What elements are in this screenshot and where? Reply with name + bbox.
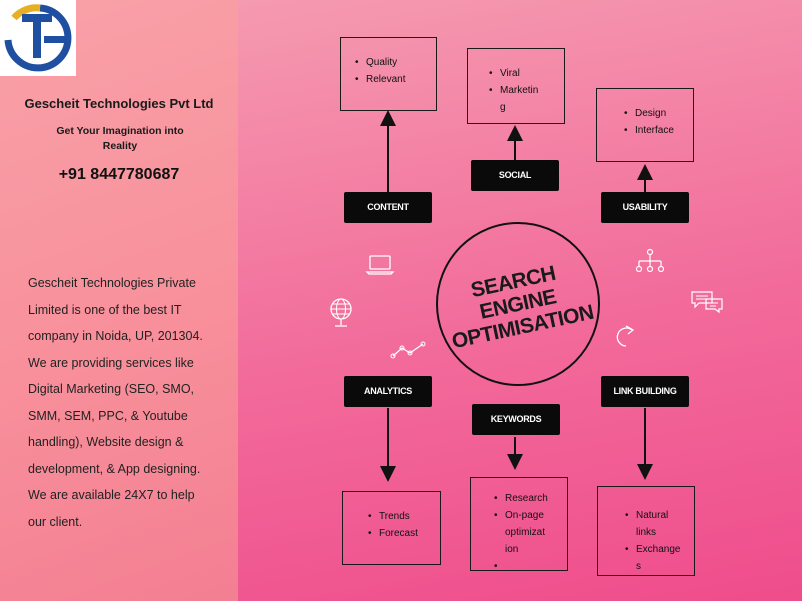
keywords-label: KEYWORDS bbox=[472, 404, 560, 435]
center-circle bbox=[436, 222, 600, 386]
content-box: Quality Relevant bbox=[340, 37, 437, 111]
analytics-box: Trends Forecast bbox=[342, 491, 441, 565]
content-label: CONTENT bbox=[344, 192, 432, 223]
chat-icon bbox=[691, 291, 723, 314]
list-item: Quality bbox=[355, 54, 436, 71]
phone-number[interactable]: +91 8447780687 bbox=[58, 166, 180, 183]
list-item: Design bbox=[624, 105, 693, 122]
analytics-label: ANALYTICS bbox=[344, 376, 432, 407]
company-name: Gescheit Technologies Pvt Ltd bbox=[24, 96, 214, 111]
globe-icon bbox=[330, 298, 352, 327]
line-graph-icon bbox=[390, 341, 426, 359]
hierarchy-icon bbox=[635, 248, 665, 273]
refresh-arrow-icon bbox=[616, 325, 635, 347]
list-item: Viral bbox=[489, 65, 564, 82]
list-item: Research bbox=[494, 490, 567, 507]
laptop-icon bbox=[365, 255, 395, 275]
company-logo bbox=[0, 0, 76, 76]
list-item: Forecast bbox=[368, 525, 440, 542]
company-description: Gescheit Technologies Private Limited is… bbox=[28, 276, 203, 529]
list-item: Exchange s bbox=[625, 541, 686, 575]
social-box: Viral Marketin g bbox=[467, 48, 565, 124]
usability-box: Design Interface bbox=[596, 88, 694, 162]
list-item: Interface bbox=[624, 122, 693, 139]
list-item: Natural links bbox=[625, 507, 678, 541]
left-panel bbox=[0, 0, 238, 601]
list-item: On-page optimizat ion bbox=[494, 507, 553, 558]
social-label: SOCIAL bbox=[471, 160, 559, 191]
link-building-box: Natural links Exchange s bbox=[597, 486, 695, 576]
list-item: Relevant bbox=[355, 71, 436, 88]
list-item: Marketin g bbox=[489, 82, 546, 116]
link-building-label: LINK BUILDING bbox=[601, 376, 689, 407]
keywords-box: Research On-page optimizat ion bbox=[470, 477, 568, 575]
usability-label: USABILITY bbox=[601, 192, 689, 223]
list-item: Trends bbox=[368, 508, 440, 525]
tagline: Get Your Imagination into Reality bbox=[56, 125, 184, 152]
